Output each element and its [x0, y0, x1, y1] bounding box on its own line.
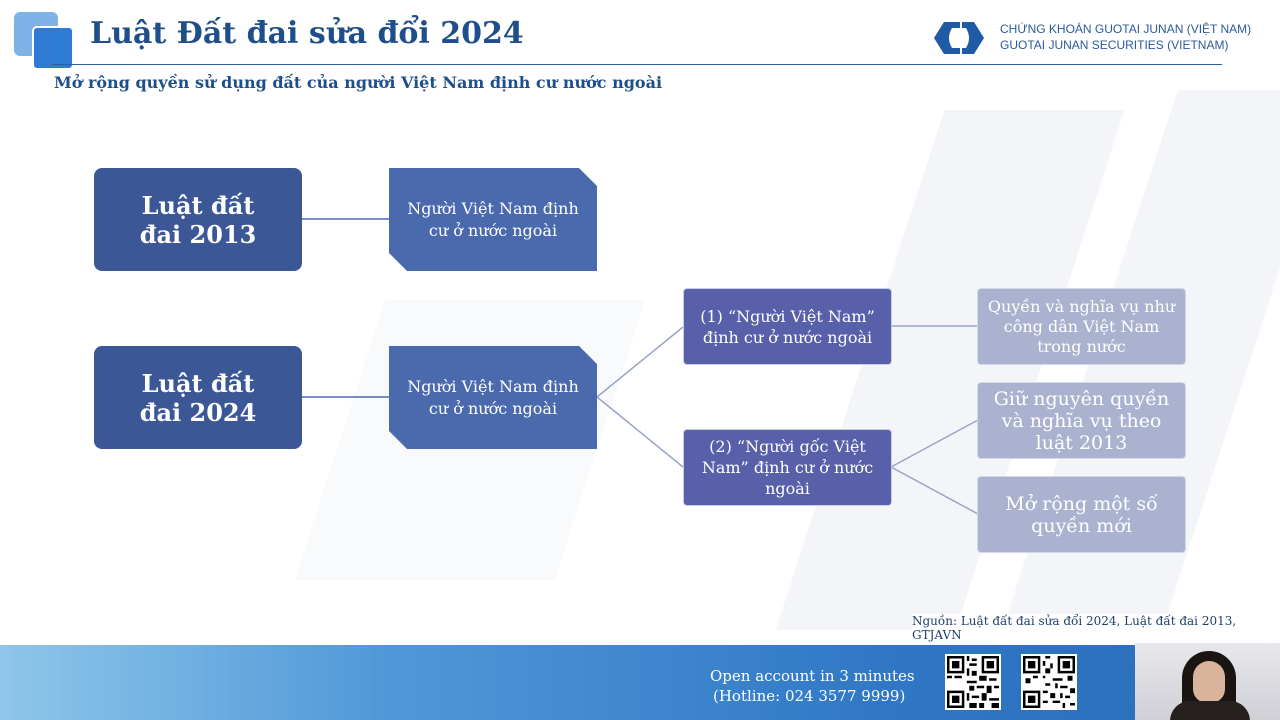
right-keep-2013-box: Giữ nguyên quyền và nghĩa vụ theo luật 2… [977, 382, 1186, 459]
qr-code-icon[interactable] [1021, 654, 1077, 710]
brand-name-english: GUOTAI JUNAN SECURITIES (VIETNAM) [1000, 38, 1229, 52]
brand-logo-icon [934, 22, 984, 54]
source-note: Nguồn: Luật đất đai sửa đổi 2024, Luật đ… [912, 614, 1274, 642]
group-vietnamese-origin-box: (2) “Người gốc Việt Nam” định cư ở nước … [683, 429, 892, 506]
right-equal-citizen-box: Quyền và nghĩa vụ như công dân Việt Nam … [977, 288, 1186, 365]
presenter-body [1170, 701, 1250, 720]
qr-code-icon[interactable] [945, 654, 1001, 710]
right-expand-box: Mở rộng một số quyền mới [977, 476, 1186, 553]
law-2024-box: Luật đất đai 2024 [94, 346, 302, 449]
title-divider [52, 64, 1222, 65]
page-title: Luật Đất đai sửa đổi 2024 [90, 16, 524, 51]
page-subtitle: Mở rộng quyền sử dụng đất của người Việt… [54, 73, 663, 92]
slide-logo-front [32, 26, 74, 70]
footer-hotline-text: (Hotline: 024 3577 9999) [713, 687, 906, 705]
webcam-video [1135, 643, 1280, 720]
footer-banner [0, 645, 1280, 720]
law-2013-subject-box: Người Việt Nam định cư ở nước ngoài [389, 168, 597, 271]
law-2013-box: Luật đất đai 2013 [94, 168, 302, 271]
footer-open-account-text: Open account in 3 minutes [710, 667, 915, 685]
group-vietnamese-box: (1) “Người Việt Nam” định cư ở nước ngoà… [683, 288, 892, 365]
presenter-face [1193, 661, 1225, 703]
brand-name-vietnamese: CHỨNG KHOÁN GUOTAI JUNAN (VIỆT NAM) [1000, 22, 1252, 36]
law-2024-subject-box: Người Việt Nam định cư ở nước ngoài [389, 346, 597, 449]
